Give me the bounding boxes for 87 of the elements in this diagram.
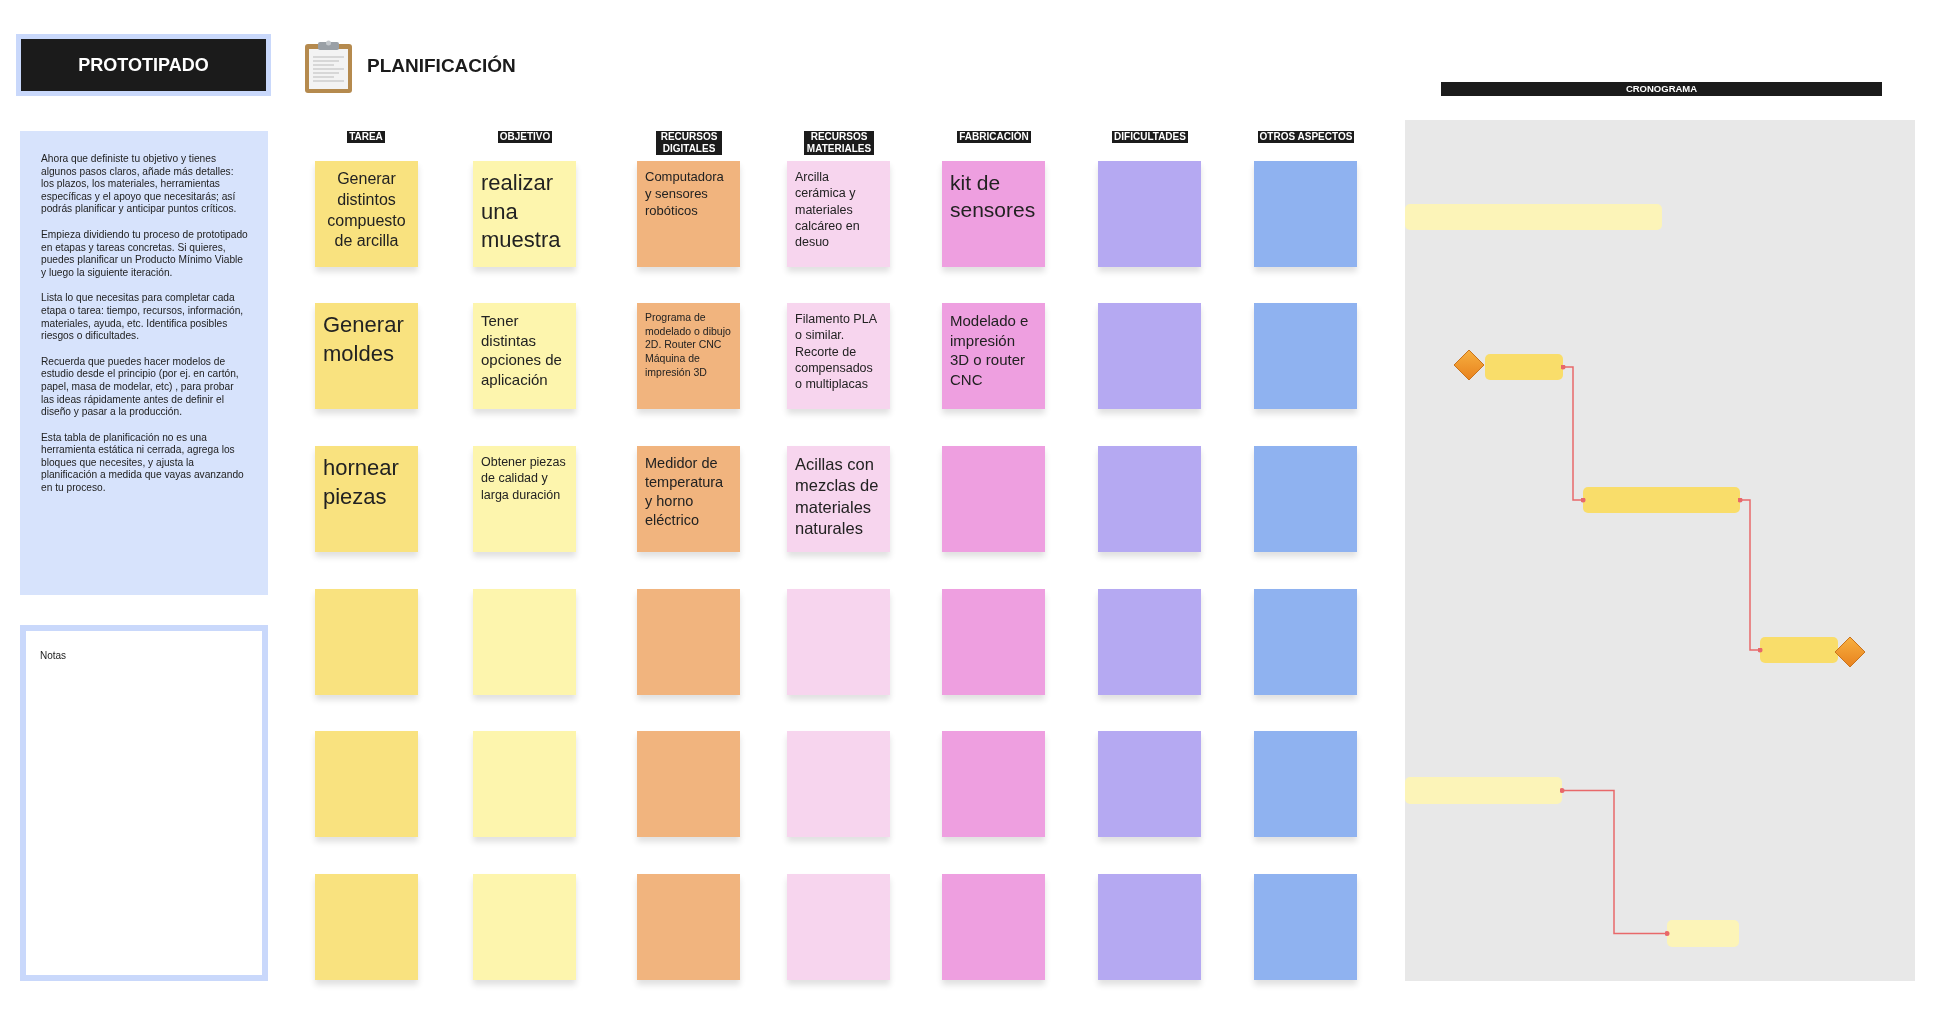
sticky-note bbox=[473, 446, 576, 552]
sticky-note-text: Medidor de temperatura y horno eléctrico bbox=[645, 454, 725, 530]
sticky-note bbox=[473, 874, 576, 980]
timeline-bar bbox=[1485, 354, 1563, 380]
sticky-note bbox=[315, 161, 418, 267]
instruction-paragraph: Ahora que definiste tu objetivo y tienes algunos pasos claros, añade más detalles: los plazos, los materiales, herramientas específicas y el apoyo que necesitarás; así podrás planificar y anticipar puntos críticos. bbox=[41, 153, 238, 216]
sticky-note bbox=[1254, 303, 1357, 409]
sticky-note bbox=[1254, 446, 1357, 552]
sticky-note bbox=[637, 303, 740, 409]
sticky-note bbox=[315, 874, 418, 980]
sticky-note-text: Arcilla cerámica y materiales calcáreo en desuo bbox=[795, 169, 861, 251]
sticky-note bbox=[1098, 161, 1201, 267]
title-text: PROTOTIPADO bbox=[78, 54, 209, 76]
sticky-note-text: hornear piezas bbox=[323, 454, 400, 511]
sticky-note bbox=[942, 303, 1045, 409]
timeline-bar bbox=[1667, 920, 1739, 947]
sticky-note-text: Modelado e impresión 3D o router CNC bbox=[950, 311, 1030, 389]
column-header: DIFICULTADES bbox=[1112, 131, 1188, 143]
dependency-connector bbox=[1559, 788, 1670, 936]
sticky-note bbox=[787, 589, 890, 695]
column-header: OTROS ASPECTOS bbox=[1257, 131, 1355, 143]
dependency-connector bbox=[1737, 497, 1763, 653]
section-heading: PLANIFICACIÓN bbox=[367, 55, 516, 77]
sticky-note-text: Programa de modelado o dibujo 2D. Router CNC Máquina de impresión 3D bbox=[645, 311, 732, 380]
sticky-note bbox=[787, 874, 890, 980]
sticky-note bbox=[315, 731, 418, 837]
sticky-note bbox=[637, 874, 740, 980]
sticky-note bbox=[473, 589, 576, 695]
column-header: TAREA bbox=[347, 131, 385, 143]
instructions-panel bbox=[20, 131, 268, 595]
timeline-bar bbox=[1405, 777, 1562, 804]
sticky-note bbox=[942, 589, 1045, 695]
sticky-note bbox=[637, 161, 740, 267]
timeline-bar bbox=[1583, 487, 1740, 513]
instruction-paragraph: Esta tabla de planificación no es una herramienta estática ni cerrada, agrega los bloques que necesites, y ajusta la planificación a medida que vayas avanzando en tu proceso. bbox=[41, 431, 245, 495]
milestone-diamond bbox=[1834, 636, 1866, 668]
sticky-note bbox=[1254, 731, 1357, 837]
sticky-note-text: Filamento PLA o similar. Recorte de compensados o multiplacas bbox=[795, 311, 878, 393]
sticky-note bbox=[315, 303, 418, 409]
sticky-note bbox=[787, 446, 890, 552]
sticky-note bbox=[1254, 589, 1357, 695]
sticky-note bbox=[637, 446, 740, 552]
sticky-note bbox=[473, 303, 576, 409]
sticky-note bbox=[942, 874, 1045, 980]
section-header-text: CRONOGRAMA bbox=[1624, 82, 1699, 96]
sticky-note bbox=[315, 589, 418, 695]
sticky-note-text: Obtener piezas de calidad y larga duración bbox=[481, 454, 567, 503]
column-header: RECURSOS DIGITALES bbox=[656, 131, 722, 155]
sticky-note bbox=[1098, 731, 1201, 837]
column-header: OBJETIVO bbox=[497, 131, 553, 143]
sticky-note-text: Computadora y sensores robóticos bbox=[645, 169, 725, 220]
sticky-note-text: Generar distintos compuesto de arcilla bbox=[326, 169, 407, 252]
sticky-note bbox=[942, 446, 1045, 552]
sticky-note bbox=[1254, 874, 1357, 980]
instruction-paragraph: Recuerda que puedes hacer modelos de estudio desde el principio (por ej. en cartón, papel, masa de modelar, etc) , para probar las ideas rápidamente antes de definir el diseño y pasar a la producción. bbox=[41, 355, 240, 419]
sticky-note bbox=[942, 731, 1045, 837]
column-header: FABRICACIÓN bbox=[957, 131, 1031, 143]
sticky-note bbox=[787, 161, 890, 267]
notes-panel bbox=[20, 625, 268, 981]
sticky-note-text: Acillas con mezclas de materiales naturales bbox=[795, 454, 880, 540]
sticky-note bbox=[473, 161, 576, 267]
sticky-note-text: Generar moldes bbox=[323, 311, 405, 368]
notes-label: Notas bbox=[40, 650, 67, 661]
sticky-note-text: kit de sensores bbox=[950, 170, 1037, 224]
sticky-note bbox=[637, 589, 740, 695]
sticky-note bbox=[1254, 161, 1357, 267]
sticky-note bbox=[1098, 303, 1201, 409]
sticky-note bbox=[1098, 589, 1201, 695]
sticky-note bbox=[787, 303, 890, 409]
sticky-note-text: realizar una muestra bbox=[481, 169, 562, 255]
timeline-panel bbox=[1405, 120, 1915, 981]
section-header-bar bbox=[1441, 82, 1882, 96]
sticky-note bbox=[942, 161, 1045, 267]
timeline-bar bbox=[1405, 204, 1662, 230]
dependency-connector bbox=[1560, 364, 1586, 503]
instruction-paragraph: Lista lo que necesitas para completar cada etapa o tarea: tiempo, recursos, información, materiales, ayuda, etc. Identifica posibles riesgos o dificultades. bbox=[41, 292, 245, 343]
sticky-note bbox=[1098, 874, 1201, 980]
sticky-note bbox=[1098, 446, 1201, 552]
sticky-note bbox=[787, 731, 890, 837]
sticky-note bbox=[315, 446, 418, 552]
sticky-note-text: Tener distintas opciones de aplicación bbox=[481, 311, 563, 389]
milestone-diamond bbox=[1453, 349, 1485, 381]
column-header: RECURSOS MATERIALES bbox=[804, 131, 874, 155]
sticky-note bbox=[473, 731, 576, 837]
sticky-note bbox=[637, 731, 740, 837]
timeline-bar bbox=[1760, 637, 1838, 663]
instruction-paragraph: Empieza dividiendo tu proceso de prototipado en etapas y tareas concretas. Si quieres, puedes planificar un Producto Mínimo Viable y luego la siguiente iteración. bbox=[41, 228, 248, 280]
